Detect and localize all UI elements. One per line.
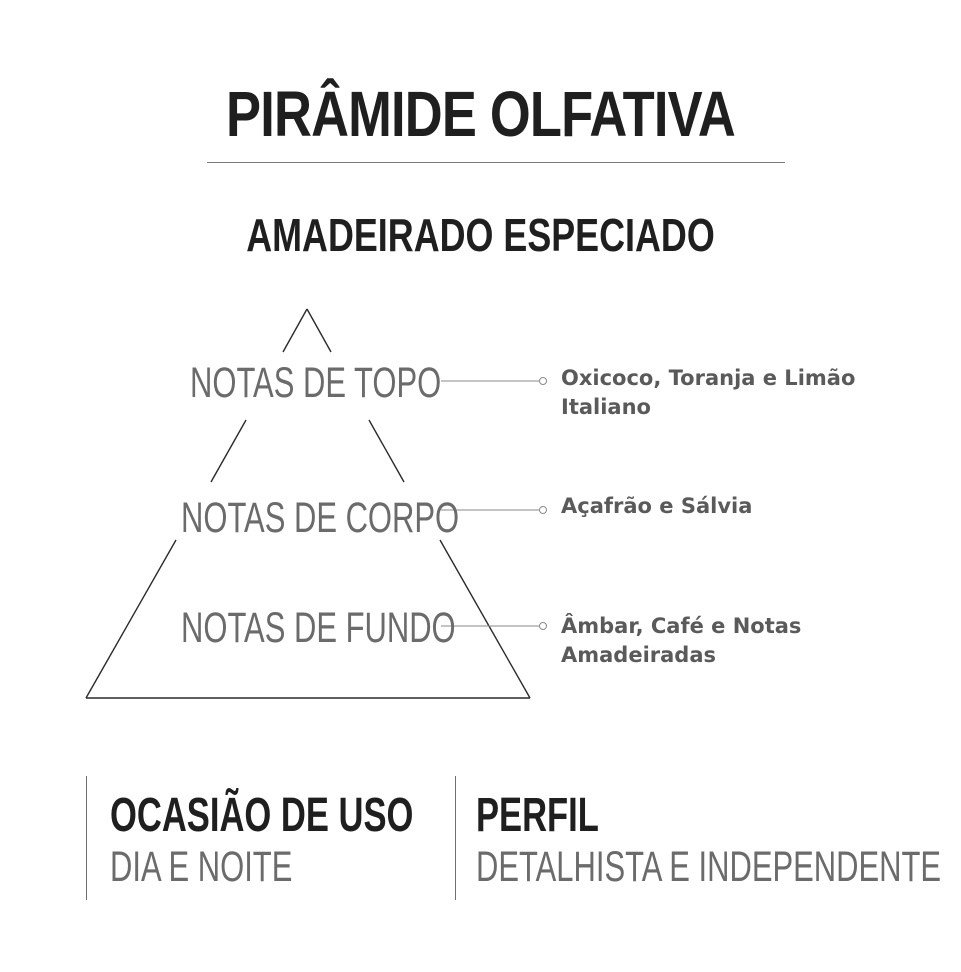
connector-fundo-dot bbox=[539, 622, 547, 630]
notes-fundo: Âmbar, Café e Notas Amadeiradas bbox=[561, 614, 802, 667]
level-label-topo: NOTAS DE TOPO bbox=[190, 359, 442, 407]
ocasiao-heading: OCASIÃO DE USO bbox=[110, 789, 414, 842]
level-label-fundo: NOTAS DE FUNDO bbox=[181, 604, 456, 652]
pyramid-edge-right-bottom bbox=[439, 539, 531, 699]
fragrance-family: AMADEIRADO ESPECIADO bbox=[246, 209, 715, 261]
perfil-heading: PERFIL bbox=[476, 789, 599, 842]
perfil-divider bbox=[455, 776, 456, 900]
pyramid-edge-left-bottom bbox=[85, 539, 177, 699]
level-label-corpo: NOTAS DE CORPO bbox=[181, 494, 460, 542]
connector-top-dot bbox=[539, 377, 547, 385]
notes-topo: Oxicoco, Toranja e Limão Italiano bbox=[561, 366, 856, 419]
ocasiao-value: DIA E NOITE bbox=[110, 843, 293, 891]
pyramid-edge-left-top bbox=[282, 308, 308, 353]
page-title: PIRÂMIDE OLFATIVA bbox=[226, 78, 736, 150]
pyramid-edge-left-mid bbox=[210, 419, 247, 483]
notes-corpo: Açafrão e Sálvia bbox=[561, 494, 753, 518]
title-divider bbox=[207, 162, 785, 163]
connector-corpo-dot bbox=[539, 506, 547, 514]
perfil-value: DETALHISTA E INDEPENDENTE bbox=[476, 843, 942, 891]
pyramid-edge-right-top bbox=[306, 308, 332, 353]
ocasiao-divider bbox=[86, 776, 87, 900]
pyramid-edge-right-mid bbox=[368, 419, 405, 483]
